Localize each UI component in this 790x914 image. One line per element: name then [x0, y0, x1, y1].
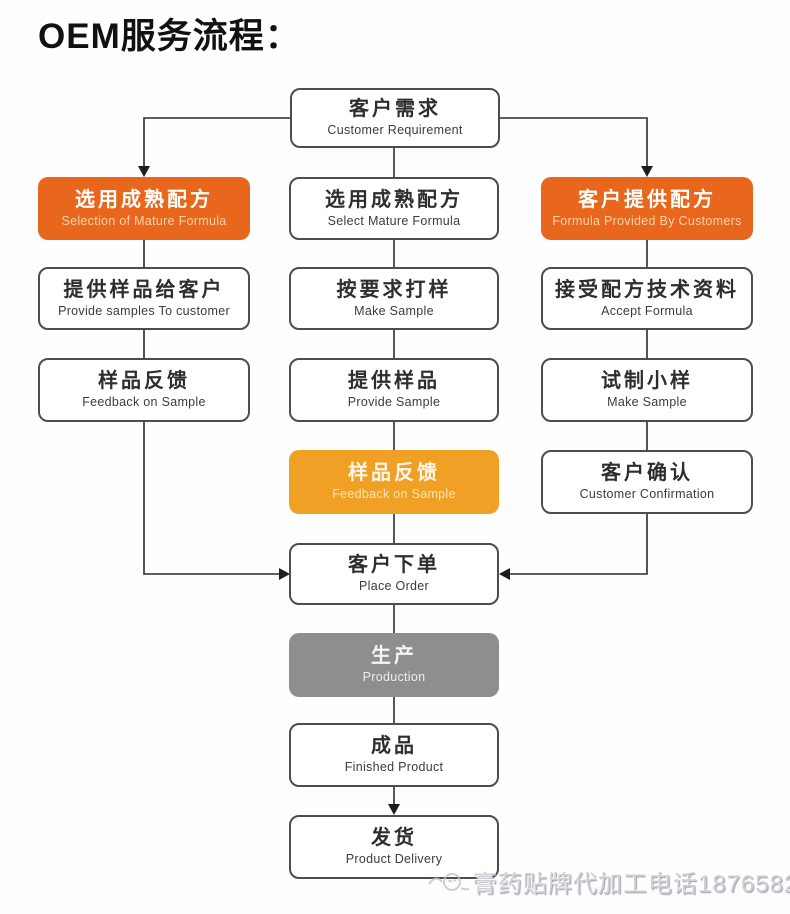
box-label-en: Formula Provided By Customers — [552, 213, 742, 228]
box-label-en: Finished Product — [344, 760, 444, 775]
box-label-en: Select Mature Formula — [327, 213, 461, 228]
box-label-zh: 客户下单 — [348, 554, 440, 577]
box-label-en: Selection of Mature Formula — [61, 213, 227, 228]
flow-box-finished-product: 成品 Finished Product — [289, 723, 499, 787]
watermark: 膏药贴牌代加工电话18765822310 — [428, 864, 790, 899]
box-label-en: Provide Sample — [347, 395, 441, 410]
box-label-zh: 样品反馈 — [98, 370, 190, 393]
flow-box-feedback-on-sample-left: 样品反馈 Feedback on Sample — [38, 358, 250, 422]
box-label-zh: 选用成熟配方 — [75, 188, 213, 211]
box-label-zh: 试制小样 — [601, 370, 693, 393]
flow-box-product-delivery: 发货 Product Delivery — [289, 815, 499, 879]
flow-box-select-mature-formula: 选用成熟配方 Select Mature Formula — [289, 177, 499, 240]
flow-box-selection-of-mature-formula: 选用成熟配方 Selection of Mature Formula — [38, 177, 250, 240]
page-title: OEM服务流程： — [38, 17, 301, 56]
box-label-en: Make Sample — [607, 395, 687, 410]
box-label-en: Make Sample — [354, 303, 434, 318]
box-label-en: Feedback on Sample — [82, 395, 206, 410]
flow-box-accept-formula: 接受配方技术资料 Accept Formula — [541, 267, 753, 330]
flow-box-make-trial-sample: 试制小样 Make Sample — [541, 358, 753, 422]
box-label-zh: 生产 — [371, 645, 417, 668]
box-label-zh: 提供样品给客户 — [63, 278, 225, 301]
box-label-en: Accept Formula — [601, 303, 693, 318]
flow-box-provide-sample: 提供样品 Provide Sample — [289, 358, 499, 422]
box-label-en: Production — [362, 670, 426, 685]
box-label-zh: 客户需求 — [349, 98, 441, 121]
flow-box-provide-samples-to-customer: 提供样品给客户 Provide samples To customer — [38, 267, 250, 330]
box-label-en: Provide samples To customer — [58, 303, 230, 318]
watermark-text: 膏药贴牌代加工电话18765822310 — [473, 871, 790, 898]
box-label-zh: 提供样品 — [348, 370, 440, 393]
box-label-en: Customer Requirement — [327, 123, 463, 138]
box-label-en: Feedback on Sample — [332, 487, 456, 502]
box-label-zh: 发货 — [371, 827, 417, 850]
box-label-en: Place Order — [359, 579, 429, 594]
arrowheads — [138, 166, 653, 815]
flow-box-formula-provided-by-customers: 客户提供配方 Formula Provided By Customers — [541, 177, 753, 240]
flow-box-customer-confirmation: 客户确认 Customer Confirmation — [541, 450, 753, 514]
box-label-zh: 接受配方技术资料 — [555, 278, 739, 301]
flow-box-place-order: 客户下单 Place Order — [289, 543, 499, 605]
connector-lines — [143, 117, 648, 806]
doodle-face-icon — [428, 872, 470, 891]
flow-box-feedback-on-sample-center: 样品反馈 Feedback on Sample — [289, 450, 499, 514]
box-label-zh: 客户确认 — [601, 462, 693, 485]
box-label-en: Customer Confirmation — [579, 487, 715, 502]
box-label-zh: 客户提供配方 — [578, 188, 716, 211]
box-label-zh: 选用成熟配方 — [325, 188, 463, 211]
flow-box-production: 生产 Production — [289, 633, 499, 697]
box-label-en: Product Delivery — [345, 852, 443, 867]
box-label-zh: 样品反馈 — [348, 462, 440, 485]
flow-box-customer-requirement: 客户需求 Customer Requirement — [290, 88, 500, 148]
flow-box-make-sample-on-request: 按要求打样 Make Sample — [289, 267, 499, 330]
box-label-zh: 按要求打样 — [336, 278, 452, 301]
box-label-zh: 成品 — [371, 735, 417, 758]
